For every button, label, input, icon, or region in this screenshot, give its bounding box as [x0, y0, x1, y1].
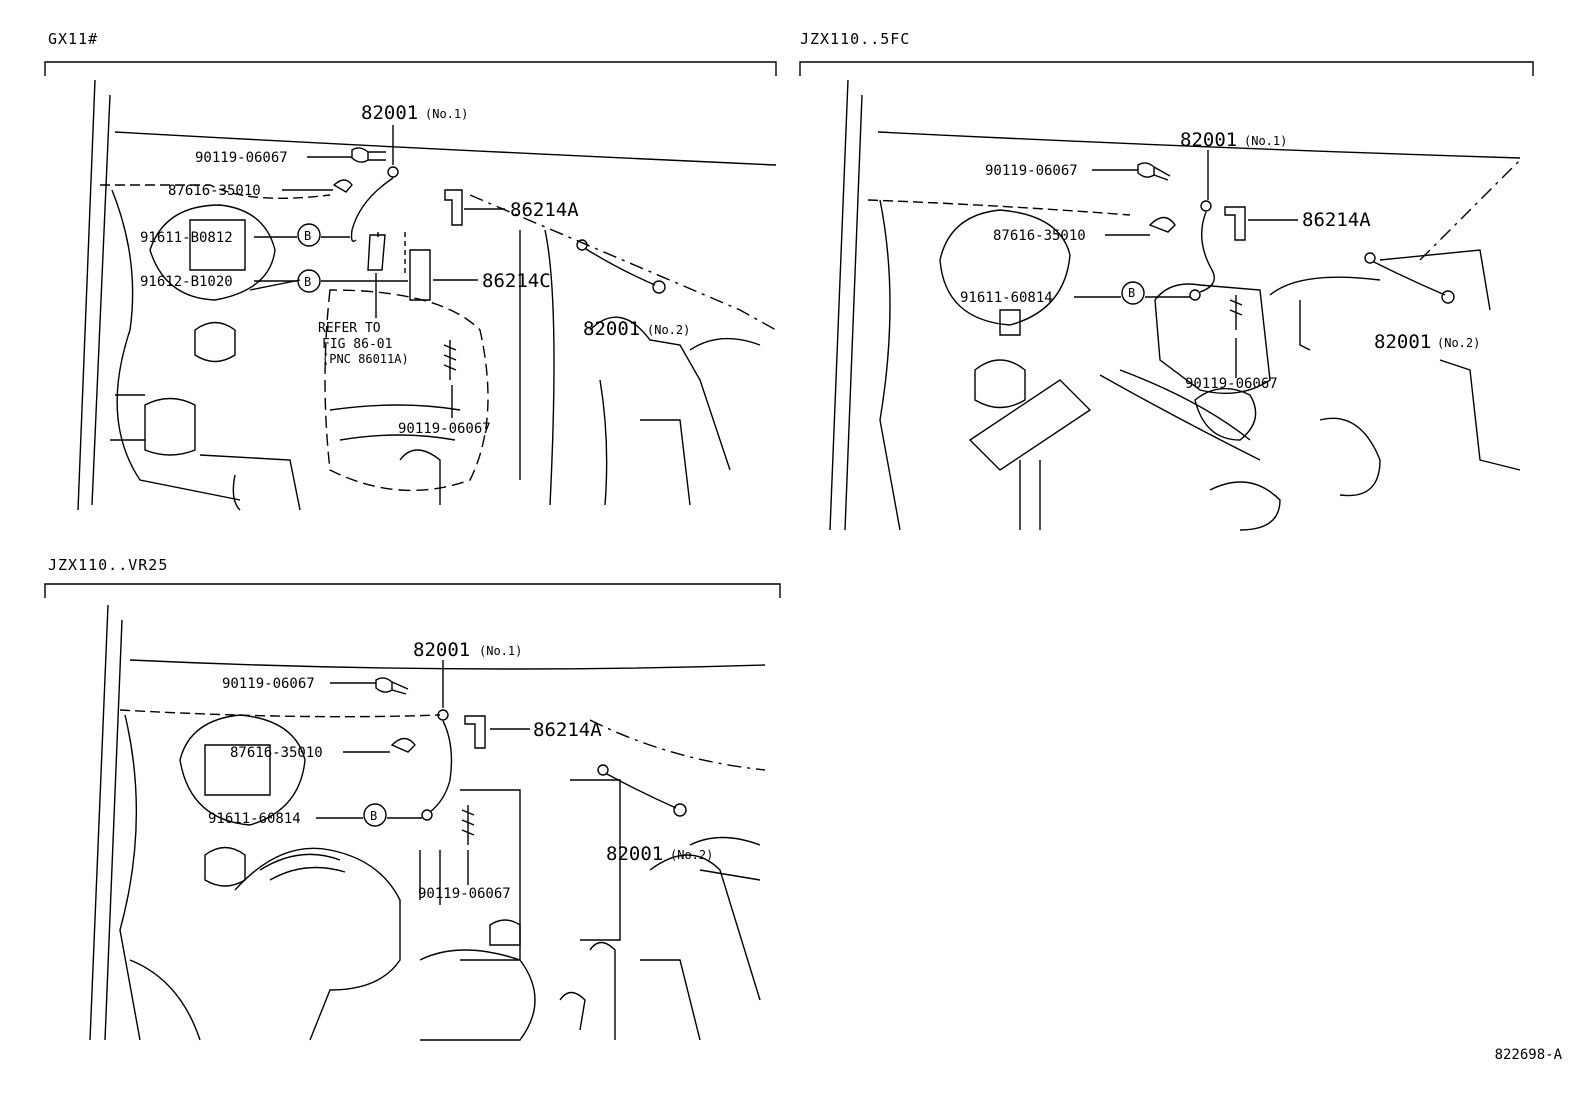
- lower-bolt-icon: [461, 805, 475, 845]
- label-86214c: 86214C: [482, 270, 551, 292]
- bolt-icon: [1137, 162, 1171, 181]
- bracket-icon: [464, 715, 486, 749]
- strap2-eyelet-icon: [576, 239, 588, 251]
- label-no2: (No.2): [647, 323, 690, 337]
- label-90119-06067: 90119-06067: [222, 676, 315, 692]
- b-mark-icon: [1121, 281, 1145, 305]
- label-91611-b0812: 91611-B0812: [140, 230, 233, 246]
- label-82001-no2: 82001: [1374, 331, 1431, 353]
- clip-icon: [1148, 216, 1176, 233]
- label-82001-no1: 82001: [413, 639, 470, 661]
- b-mark: B: [304, 275, 311, 289]
- bolt-icon: [375, 677, 409, 695]
- label-91611-60814: 91611-60814: [960, 290, 1053, 306]
- strap-eyelet-icon: [387, 166, 399, 178]
- strap-eyelet-icon: [437, 709, 449, 721]
- ground-strap-wire: [1199, 211, 1215, 293]
- b-mark: B: [1128, 286, 1135, 300]
- b-mark-icon: [297, 269, 321, 293]
- label-82001-no2: 82001: [583, 318, 640, 340]
- label-82001-no1: 82001: [1180, 129, 1237, 151]
- label-91611-60814: 91611-60814: [208, 811, 301, 827]
- strap2-eyelet-icon: [597, 764, 609, 776]
- labels-jzx110-vr25: 82001 (No.1) 90119-06067 87616-35010 916…: [208, 639, 713, 902]
- label-87616-35010: 87616-35010: [230, 745, 323, 761]
- labels-jzx110-5fc: 82001 (No.1) 90119-06067 87616-35010 916…: [960, 129, 1480, 392]
- label-no1: (No.1): [479, 644, 522, 658]
- label-87616-35010: 87616-35010: [168, 183, 261, 199]
- strap-eyelet-icon: [1200, 200, 1212, 212]
- label-86214a: 86214A: [1302, 209, 1371, 231]
- label-no1: (No.1): [1244, 134, 1287, 148]
- panel-gx11: [44, 61, 777, 511]
- bracket-icon: [1224, 206, 1246, 241]
- b-mark-icon: [363, 803, 387, 827]
- refer-pnc-note: (PNC 86011A): [322, 352, 409, 366]
- panel-title-jzx110-5fc: JZX110..5FC: [800, 30, 911, 48]
- strap2-eyelet-icon: [1364, 252, 1376, 264]
- bracket-c-icon: [409, 249, 431, 301]
- label-no2: (No.2): [670, 848, 713, 862]
- bracket-icon: [444, 189, 463, 226]
- label-91612-b1020: 91612-B1020: [140, 274, 233, 290]
- ground-strap-wire: [350, 177, 394, 242]
- label-86214a: 86214A: [510, 199, 579, 221]
- diagram-id: 822698-A: [1494, 1047, 1562, 1063]
- clip-icon: [390, 737, 416, 753]
- label-90119-06067: 90119-06067: [985, 163, 1078, 179]
- label-90119-06067-lower: 90119-06067: [418, 886, 511, 902]
- refer-fig-note: FIG 86-01: [322, 337, 392, 352]
- panel-jzx110-5fc: [799, 61, 1534, 531]
- label-87616-35010: 87616-35010: [993, 228, 1086, 244]
- ground-strap-wire: [429, 720, 453, 813]
- labels-gx11: 82001 (No.1) 90119-06067 87616-35010 916…: [140, 102, 690, 437]
- lower-bolt-icon: [443, 340, 457, 380]
- label-90119-06067-lower: 90119-06067: [1185, 376, 1278, 392]
- clip-icon: [332, 179, 353, 193]
- b-mark-icon: [297, 223, 321, 247]
- lower-bolt-icon: [1229, 295, 1243, 330]
- label-90119-06067: 90119-06067: [195, 150, 288, 166]
- panel-title-jzx110-vr25: JZX110..VR25: [48, 556, 169, 574]
- b-mark: B: [304, 229, 311, 243]
- label-86214a: 86214A: [533, 719, 602, 741]
- bolt-icon: [351, 147, 386, 163]
- refer-to-note: REFER TO: [318, 321, 381, 336]
- label-82001-no2: 82001: [606, 843, 663, 865]
- label-82001-no1: 82001: [361, 102, 418, 124]
- label-no1: (No.1): [425, 107, 468, 121]
- relay-icon: [367, 234, 386, 271]
- b-mark: B: [370, 809, 377, 823]
- label-no2: (No.2): [1437, 336, 1480, 350]
- panel-title-gx11: GX11#: [48, 30, 99, 48]
- label-90119-06067-lower: 90119-06067: [398, 421, 491, 437]
- panel-jzx110-vr25: [44, 583, 781, 1041]
